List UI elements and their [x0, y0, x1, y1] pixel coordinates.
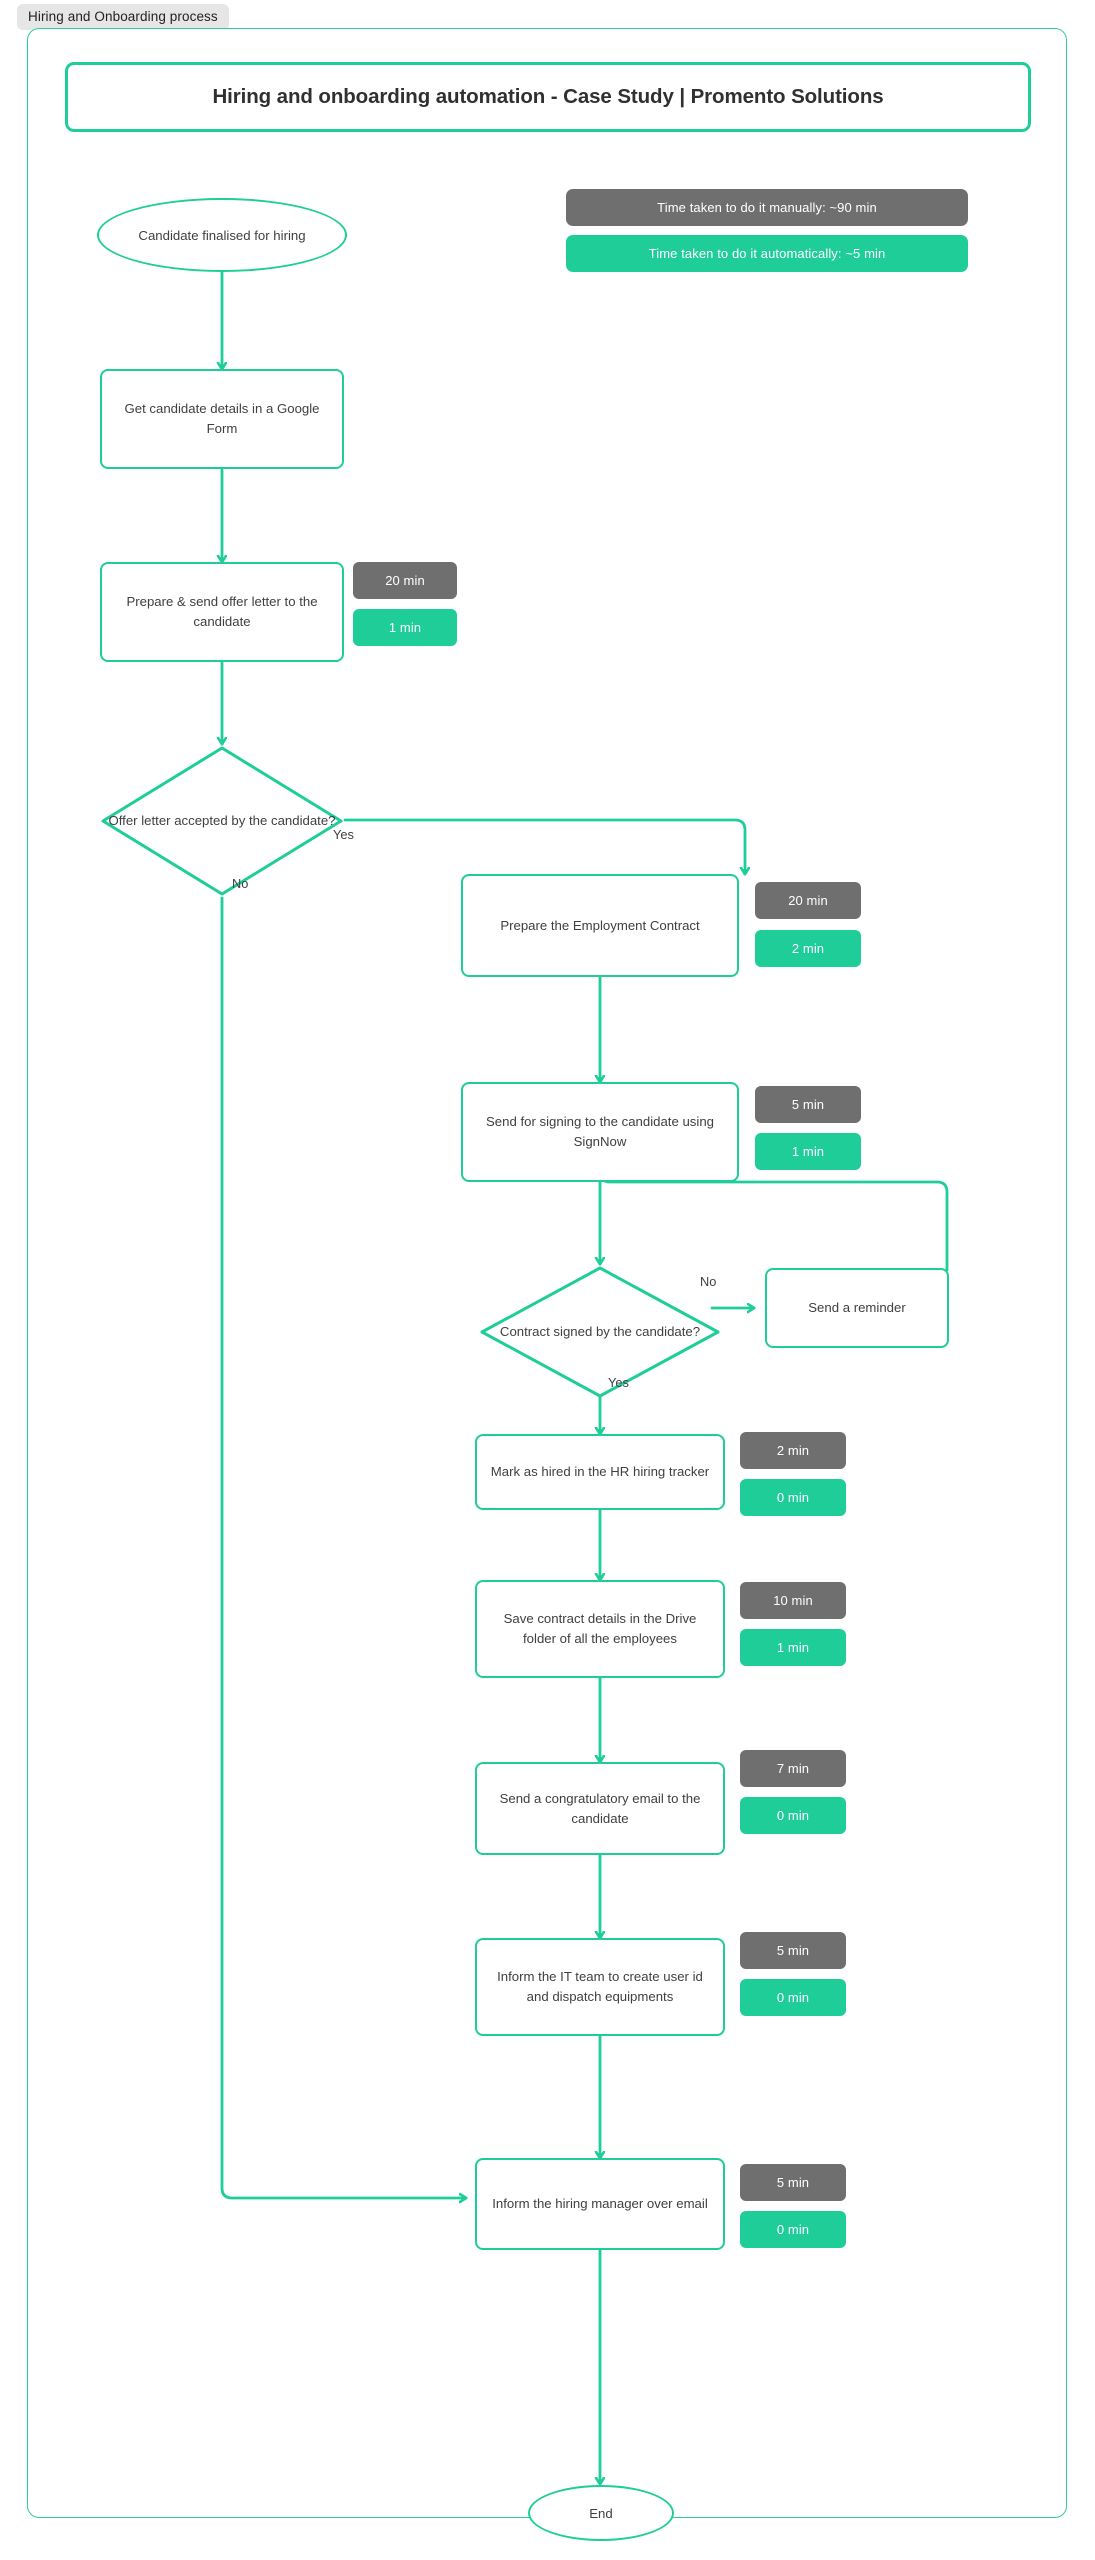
node-hiring-manager-label: Inform the hiring manager over email: [492, 2196, 708, 2212]
node-it-team-label: Inform the IT team to create user id and…: [497, 1969, 703, 2004]
legend-manual-time: Time taken to do it manually: ~90 min: [566, 189, 968, 226]
node-offer-letter[interactable]: Prepare & send offer letter to the candi…: [100, 562, 344, 662]
node-drive-folder-label: Save contract details in the Drive folde…: [503, 1611, 697, 1646]
node-google-form-label: Get candidate details in a Google Form: [124, 401, 320, 436]
edge-label-signed-no: No: [700, 1274, 717, 1289]
badge-auto-it-team: 0 min: [740, 1979, 846, 2016]
badge-auto-offer-letter: 1 min: [353, 609, 457, 646]
node-it-team[interactable]: Inform the IT team to create user id and…: [475, 1938, 725, 2036]
document-tab[interactable]: Hiring and Onboarding process: [17, 4, 229, 30]
node-google-form[interactable]: Get candidate details in a Google Form: [100, 369, 344, 469]
node-signnow-label: Send for signing to the candidate using …: [485, 1114, 714, 1149]
badge-auto-signnow: 1 min: [755, 1133, 861, 1170]
node-contract-signed-decision[interactable]: Contract signed by the candidate?: [478, 1264, 722, 1400]
node-end-label: End: [589, 2505, 613, 2521]
badge-manual-offer-letter: 20 min: [353, 562, 457, 599]
badge-manual-drive-folder: 10 min: [740, 1582, 846, 1619]
node-signnow[interactable]: Send for signing to the candidate using …: [461, 1082, 739, 1182]
node-end[interactable]: End: [528, 2485, 674, 2541]
badge-auto-hiring-manager: 0 min: [740, 2211, 846, 2248]
node-congratulatory-email[interactable]: Send a congratulatory email to the candi…: [475, 1762, 725, 1855]
badge-manual-hiring-manager: 5 min: [740, 2164, 846, 2201]
node-start[interactable]: Candidate finalised for hiring: [97, 198, 347, 272]
node-employment-contract-label: Prepare the Employment Contract: [500, 917, 700, 933]
badge-manual-congratulatory-email: 7 min: [740, 1750, 846, 1787]
document-tab-label: Hiring and Onboarding process: [28, 9, 218, 24]
node-hr-tracker-label: Mark as hired in the HR hiring tracker: [490, 1464, 710, 1480]
node-hr-tracker[interactable]: Mark as hired in the HR hiring tracker: [475, 1434, 725, 1510]
badge-auto-drive-folder: 1 min: [740, 1629, 846, 1666]
legend-manual-label: Time taken to do it manually: ~90 min: [657, 200, 877, 215]
badge-manual-signnow: 5 min: [755, 1086, 861, 1123]
diamond-shape-offer: [101, 746, 343, 896]
node-start-label: Candidate finalised for hiring: [138, 227, 306, 243]
node-congratulatory-email-label: Send a congratulatory email to the candi…: [499, 1790, 701, 1826]
node-contract-signed-label: Contract signed by the candidate?: [499, 1324, 701, 1340]
node-hiring-manager[interactable]: Inform the hiring manager over email: [475, 2158, 725, 2250]
badge-auto-hr-tracker: 0 min: [740, 1479, 846, 1516]
node-employment-contract[interactable]: Prepare the Employment Contract: [461, 874, 739, 977]
badge-auto-employment-contract: 2 min: [755, 930, 861, 967]
badge-auto-congratulatory-email: 0 min: [740, 1797, 846, 1834]
node-send-reminder[interactable]: Send a reminder: [765, 1268, 949, 1348]
edge-label-offer-no: No: [232, 876, 249, 891]
node-send-reminder-label: Send a reminder: [808, 1300, 906, 1316]
badge-manual-employment-contract: 20 min: [755, 882, 861, 919]
edge-label-offer-yes: Yes: [333, 827, 354, 842]
node-drive-folder[interactable]: Save contract details in the Drive folde…: [475, 1580, 725, 1678]
legend-automatic-time: Time taken to do it automatically: ~5 mi…: [566, 235, 968, 272]
node-offer-accepted-label: Offer letter accepted by the candidate?: [108, 813, 336, 829]
badge-manual-it-team: 5 min: [740, 1932, 846, 1969]
badge-manual-hr-tracker: 2 min: [740, 1432, 846, 1469]
diamond-shape-signed: [480, 1266, 720, 1398]
node-offer-accepted-decision[interactable]: Offer letter accepted by the candidate?: [99, 744, 345, 898]
node-offer-letter-label: Prepare & send offer letter to the candi…: [126, 594, 318, 629]
diagram-title-banner: Hiring and onboarding automation - Case …: [65, 62, 1031, 132]
legend-automatic-label: Time taken to do it automatically: ~5 mi…: [648, 246, 886, 261]
edge-label-signed-yes: Yes: [608, 1375, 629, 1390]
page-title: Hiring and onboarding automation - Case …: [212, 85, 884, 108]
